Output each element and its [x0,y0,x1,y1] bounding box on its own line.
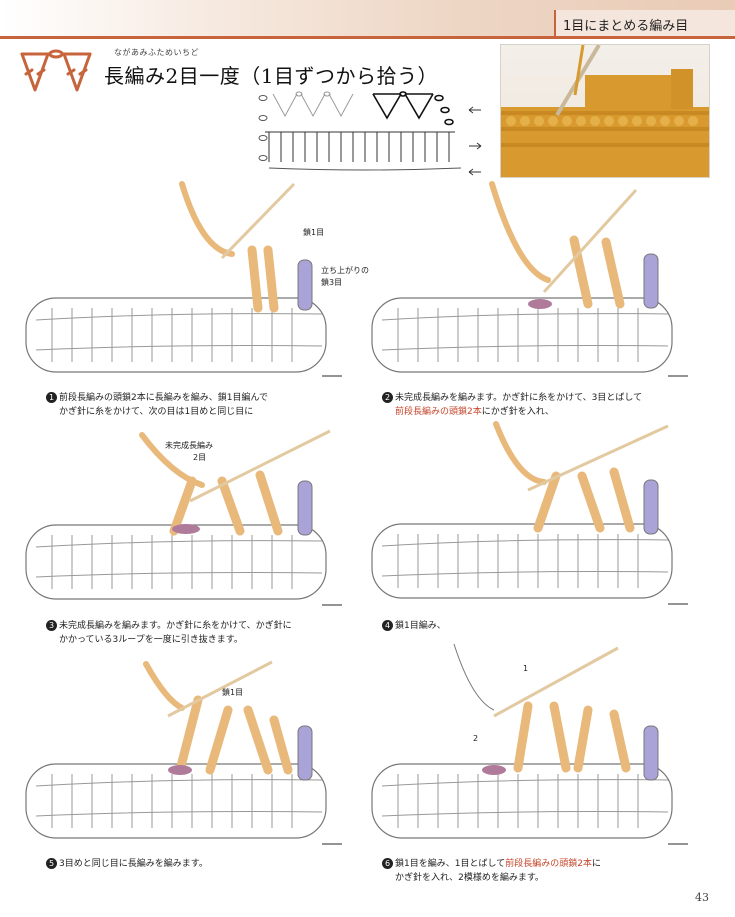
step-2-illustration [371,181,688,377]
step-6-text-a-pre: 鎖1目を編み、1目とばして [395,859,506,869]
page-title: 長編み2目一度（1目ずつから拾う） [104,64,438,88]
step-2-number: 2 [382,392,393,403]
step-6-highlight: 前段長編みの頭鎖2本 [505,859,592,869]
title-ruby: ながあみふためいちど [114,48,199,57]
header-rule [0,36,735,39]
step-3-number: 3 [46,620,57,631]
step-1-text-a: 前段長編みの頭鎖2本に長編みを編み、鎖1目編んで [59,393,269,403]
step-1-text-b: かぎ針に糸をかけて、次の目は1目めと同じ目に [59,407,254,417]
step-3-illustration [25,429,342,606]
step-3-text-a: 未完成長編みを編みます。かぎ針に糸をかけて、かぎ針に [59,621,292,631]
step-6-text-b: かぎ針を入れ、2模様めを編みます。 [395,873,544,883]
step-4-text-a: 鎖1目編み、 [395,621,446,631]
step-4-number: 4 [382,620,393,631]
annotation-chain-1: 鎖1目 [303,228,325,237]
swatch-photo [500,44,710,178]
page-number: 43 [695,891,709,904]
annotation-unfinished-line1: 未完成長編み [165,441,213,450]
step-6-illustration [371,641,688,845]
step-5-illustration [25,660,342,845]
step-3-text-b: かかっている3ループを一度に引き抜きます。 [59,635,243,645]
step-1-number: 1 [46,392,57,403]
step-5-number: 5 [46,858,57,869]
annotation-unfinished-line2: 2目 [193,453,207,462]
annotation-turning-chain-line1: 立ち上がりの [321,266,369,275]
step-5-text-a: 3目めと同じ目に長編みを編みます。 [59,859,208,869]
annotation-turning-chain-line2: 鎖3目 [321,278,343,287]
annotation-chain-1-b: 鎖1目 [222,688,244,697]
stitch-symbol-chart [258,91,482,176]
section-tab [554,10,735,36]
step-2-highlight: 前段長編みの頭鎖2本 [395,407,482,417]
double-crochet-two-together-icon [20,49,92,92]
section-title: 1目にまとめる編み目 [563,19,689,34]
step-2-text-a: 未完成長編みを編みます。かぎ針に糸をかけて、3目とばして [395,393,643,403]
step-4-illustration [371,421,688,605]
annotation-num-1: 1 [523,664,529,673]
annotation-num-2: 2 [473,734,479,743]
step-6-text-a-post: に [591,859,601,869]
step-2-text-b: にかぎ針を入れ、 [481,407,554,417]
step-6-number: 6 [382,858,393,869]
step-1-illustration [25,181,342,377]
